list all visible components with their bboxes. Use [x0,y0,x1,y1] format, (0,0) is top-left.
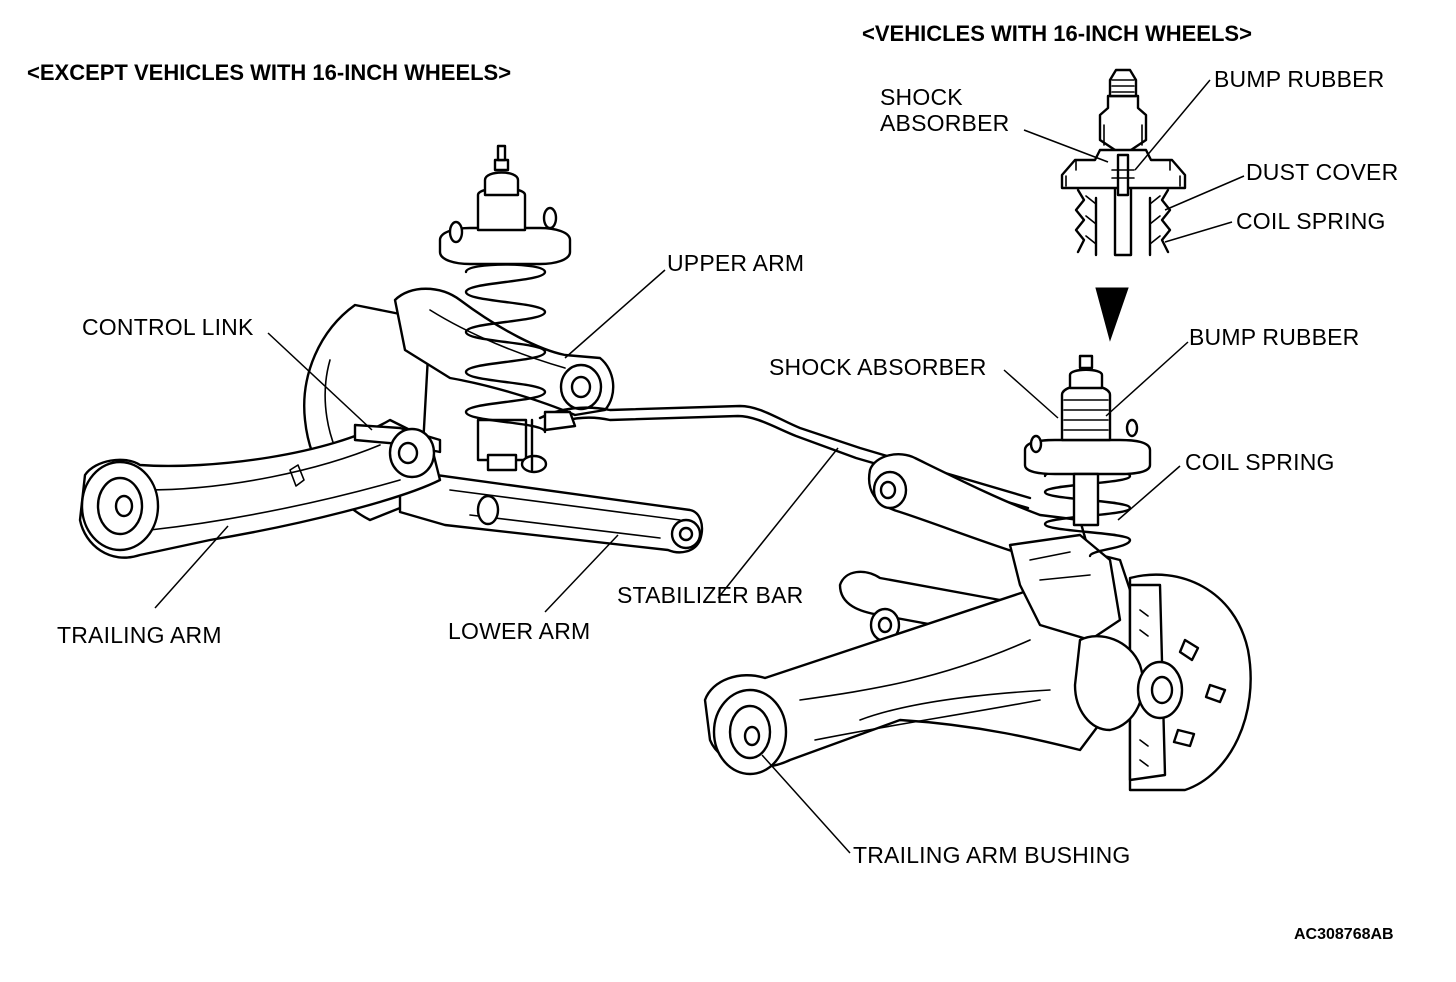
header-except-16-inch: <EXCEPT VEHICLES WITH 16-INCH WHEELS> [27,60,512,85]
header-with-16-inch: <VEHICLES WITH 16-INCH WHEELS> [862,21,1252,46]
label-bump-rubber: BUMP RUBBER [1189,324,1360,350]
label-bump-rubber-detail: BUMP RUBBER [1214,66,1385,92]
label-coil-spring: COIL SPRING [1185,449,1335,475]
right-suspension-assembly [703,354,1252,792]
label-shock-absorber-detail: SHOCK ABSORBER [880,84,1010,136]
figure-reference-code: AC308768AB [1294,926,1394,943]
leader-lines [154,79,1245,854]
label-control-link: CONTROL LINK [82,314,254,340]
label-trailing-arm-bushing: TRAILING ARM BUSHING [853,842,1131,868]
label-trailing-arm: TRAILING ARM [57,622,222,648]
label-coil-spring-detail: COIL SPRING [1236,208,1386,234]
label-upper-arm: UPPER ARM [667,250,805,276]
label-lower-arm: LOWER ARM [448,618,591,644]
label-dust-cover: DUST COVER [1246,159,1399,185]
strut-cutaway-detail [1060,68,1187,342]
left-suspension-assembly [78,144,1032,559]
label-shock-absorber: SHOCK ABSORBER [769,354,987,380]
label-stabilizer-bar: STABILIZER BAR [617,582,804,608]
